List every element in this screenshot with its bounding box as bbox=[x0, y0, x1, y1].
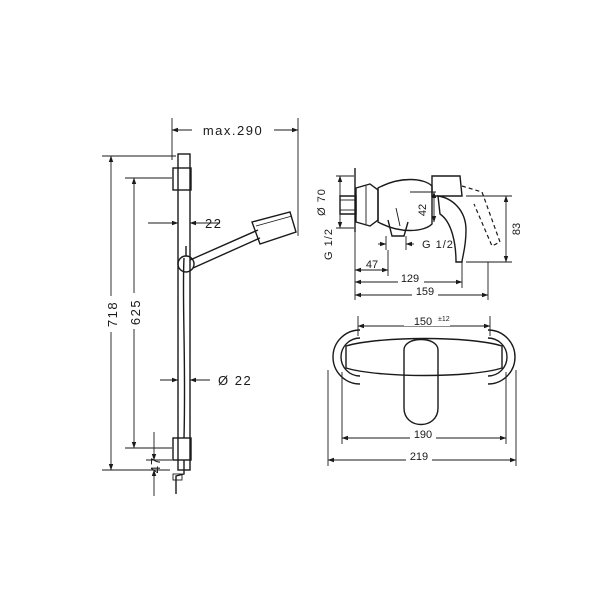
dim-625: 625 bbox=[125, 177, 172, 449]
mixer-side-view bbox=[339, 168, 501, 263]
label-129: 129 bbox=[401, 273, 419, 285]
dim-219: 219 bbox=[327, 370, 517, 466]
mixer-body-top bbox=[345, 337, 503, 377]
lever-dashed-position bbox=[461, 185, 501, 247]
handshower-face bbox=[255, 215, 293, 227]
dim-47-bottom: 47 bbox=[146, 432, 172, 496]
label-47-side: 47 bbox=[366, 259, 378, 271]
outlet-lower bbox=[387, 219, 409, 237]
label-thread-left: G 1/2 bbox=[323, 228, 335, 260]
label-625: 625 bbox=[128, 299, 143, 325]
lever bbox=[437, 195, 467, 263]
label-219: 219 bbox=[410, 451, 428, 463]
mixer-top bbox=[431, 175, 463, 197]
lever-top bbox=[403, 338, 439, 425]
right-rosette-inner bbox=[487, 337, 508, 377]
label-max-290: max.290 bbox=[203, 123, 263, 138]
label-22: 22 bbox=[205, 216, 222, 231]
dim-diameter-70: Ø 70 bbox=[316, 175, 354, 229]
body-detail bbox=[395, 207, 401, 227]
slider-hose bbox=[182, 257, 186, 439]
dim-thread-right: G 1/2 bbox=[378, 236, 454, 251]
dim-rail-22: 22 bbox=[148, 216, 222, 231]
dim-718: 718 bbox=[102, 155, 176, 471]
dim-diameter-22: Ø 22 bbox=[160, 373, 252, 388]
mixer-body bbox=[377, 178, 433, 232]
slider-knob bbox=[177, 255, 195, 273]
left-rosette bbox=[332, 329, 361, 385]
label-diameter-22: Ø 22 bbox=[218, 373, 252, 388]
label-47-bottom: 47 bbox=[148, 457, 163, 473]
dim-42: 42 bbox=[410, 191, 437, 223]
label-150: 150 bbox=[414, 316, 432, 328]
dim-83: 83 bbox=[466, 195, 523, 263]
mixer-top-view bbox=[332, 329, 516, 425]
right-rosette bbox=[487, 329, 516, 385]
left-rosette-inner bbox=[340, 337, 361, 377]
label-718: 718 bbox=[105, 301, 120, 327]
dim-190: 190 bbox=[341, 372, 507, 444]
bottom-bracket bbox=[172, 437, 192, 461]
label-159: 159 bbox=[416, 286, 434, 298]
label-190: 190 bbox=[414, 429, 432, 441]
handshower-handle bbox=[189, 229, 261, 269]
connection-nipple bbox=[339, 195, 357, 215]
label-150-tolerance: ±12 bbox=[438, 316, 450, 323]
shower-rail-view bbox=[172, 153, 297, 494]
hex-nut bbox=[355, 183, 379, 227]
hose-end bbox=[175, 460, 185, 494]
dim-150: 150 ±12 bbox=[357, 314, 491, 336]
dim-129: 129 bbox=[354, 262, 463, 288]
hose-nut bbox=[172, 473, 183, 481]
top-bracket bbox=[172, 167, 192, 191]
label-diameter-70: Ø 70 bbox=[316, 188, 328, 216]
label-42: 42 bbox=[417, 204, 429, 216]
label-83: 83 bbox=[511, 223, 523, 235]
handshower-head bbox=[251, 211, 297, 245]
dim-47-side: 47 bbox=[354, 232, 389, 300]
dim-max-290: max.290 bbox=[171, 118, 299, 236]
dim-159: 159 bbox=[354, 262, 489, 300]
label-thread-right: G 1/2 bbox=[422, 239, 454, 251]
